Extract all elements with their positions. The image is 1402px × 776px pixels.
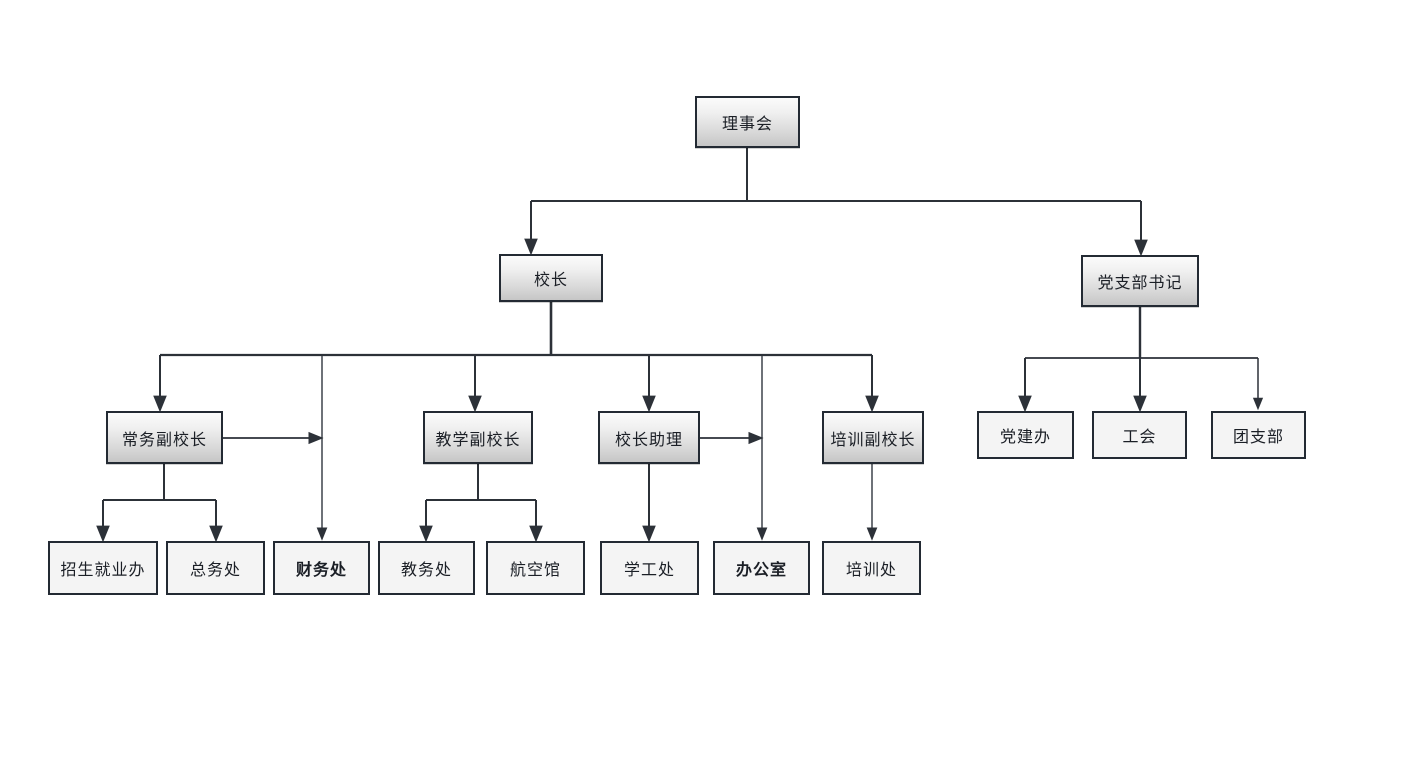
node-student-affairs-office[interactable]: 学工处: [600, 541, 699, 595]
node-aviation-hall[interactable]: 航空馆: [486, 541, 585, 595]
node-label: 教务处: [400, 560, 452, 579]
node-principal[interactable]: 校长: [499, 254, 603, 302]
node-admission-employment-office[interactable]: 招生就业办: [48, 541, 158, 595]
node-label: 团支部: [1232, 427, 1284, 446]
node-board[interactable]: 理事会: [695, 96, 800, 148]
node-general-affairs-office[interactable]: 总务处: [166, 541, 265, 595]
node-principal-assistant[interactable]: 校长助理: [598, 411, 700, 464]
node-label: 学工处: [623, 560, 675, 579]
node-label: 培训处: [845, 560, 897, 579]
node-label: 校长助理: [614, 429, 683, 449]
node-label: 财务处: [295, 560, 347, 579]
node-label: 航空馆: [509, 560, 561, 579]
node-party-building-office[interactable]: 党建办: [977, 411, 1074, 459]
node-academic-affairs-office[interactable]: 教务处: [378, 541, 475, 595]
node-executive-vice-principal[interactable]: 常务副校长: [106, 411, 223, 464]
node-label: 培训副校长: [830, 429, 916, 449]
node-label: 招生就业办: [60, 560, 146, 579]
node-training-office[interactable]: 培训处: [822, 541, 921, 595]
node-administrative-office[interactable]: 办公室: [713, 541, 810, 595]
node-label: 教学副校长: [435, 429, 521, 449]
node-party-secretary[interactable]: 党支部书记: [1081, 255, 1199, 307]
node-label: 工会: [1122, 427, 1157, 446]
node-labor-union[interactable]: 工会: [1092, 411, 1187, 459]
node-label: 党建办: [999, 427, 1051, 446]
node-label: 理事会: [721, 114, 773, 133]
node-finance-office[interactable]: 财务处: [273, 541, 370, 595]
node-label: 校长: [533, 270, 568, 289]
node-label: 常务副校长: [121, 429, 207, 449]
node-teaching-vice-principal[interactable]: 教学副校长: [423, 411, 533, 464]
node-label: 办公室: [735, 560, 787, 579]
node-label: 党支部书记: [1097, 273, 1183, 292]
node-label: 总务处: [189, 560, 241, 579]
node-youth-league-branch[interactable]: 团支部: [1211, 411, 1306, 459]
node-training-vice-principal[interactable]: 培训副校长: [822, 411, 924, 464]
